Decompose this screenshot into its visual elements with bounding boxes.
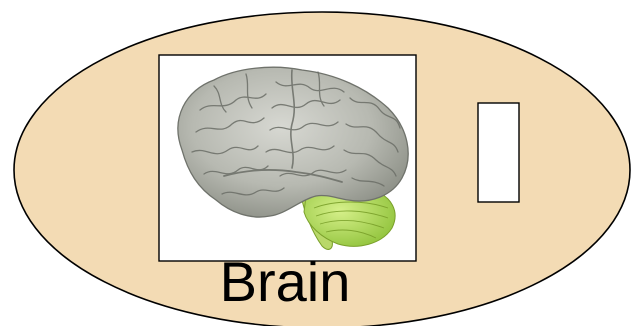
placeholder-box xyxy=(478,103,519,202)
brain-image-frame xyxy=(159,55,416,261)
brain-label: Brain xyxy=(160,246,410,318)
